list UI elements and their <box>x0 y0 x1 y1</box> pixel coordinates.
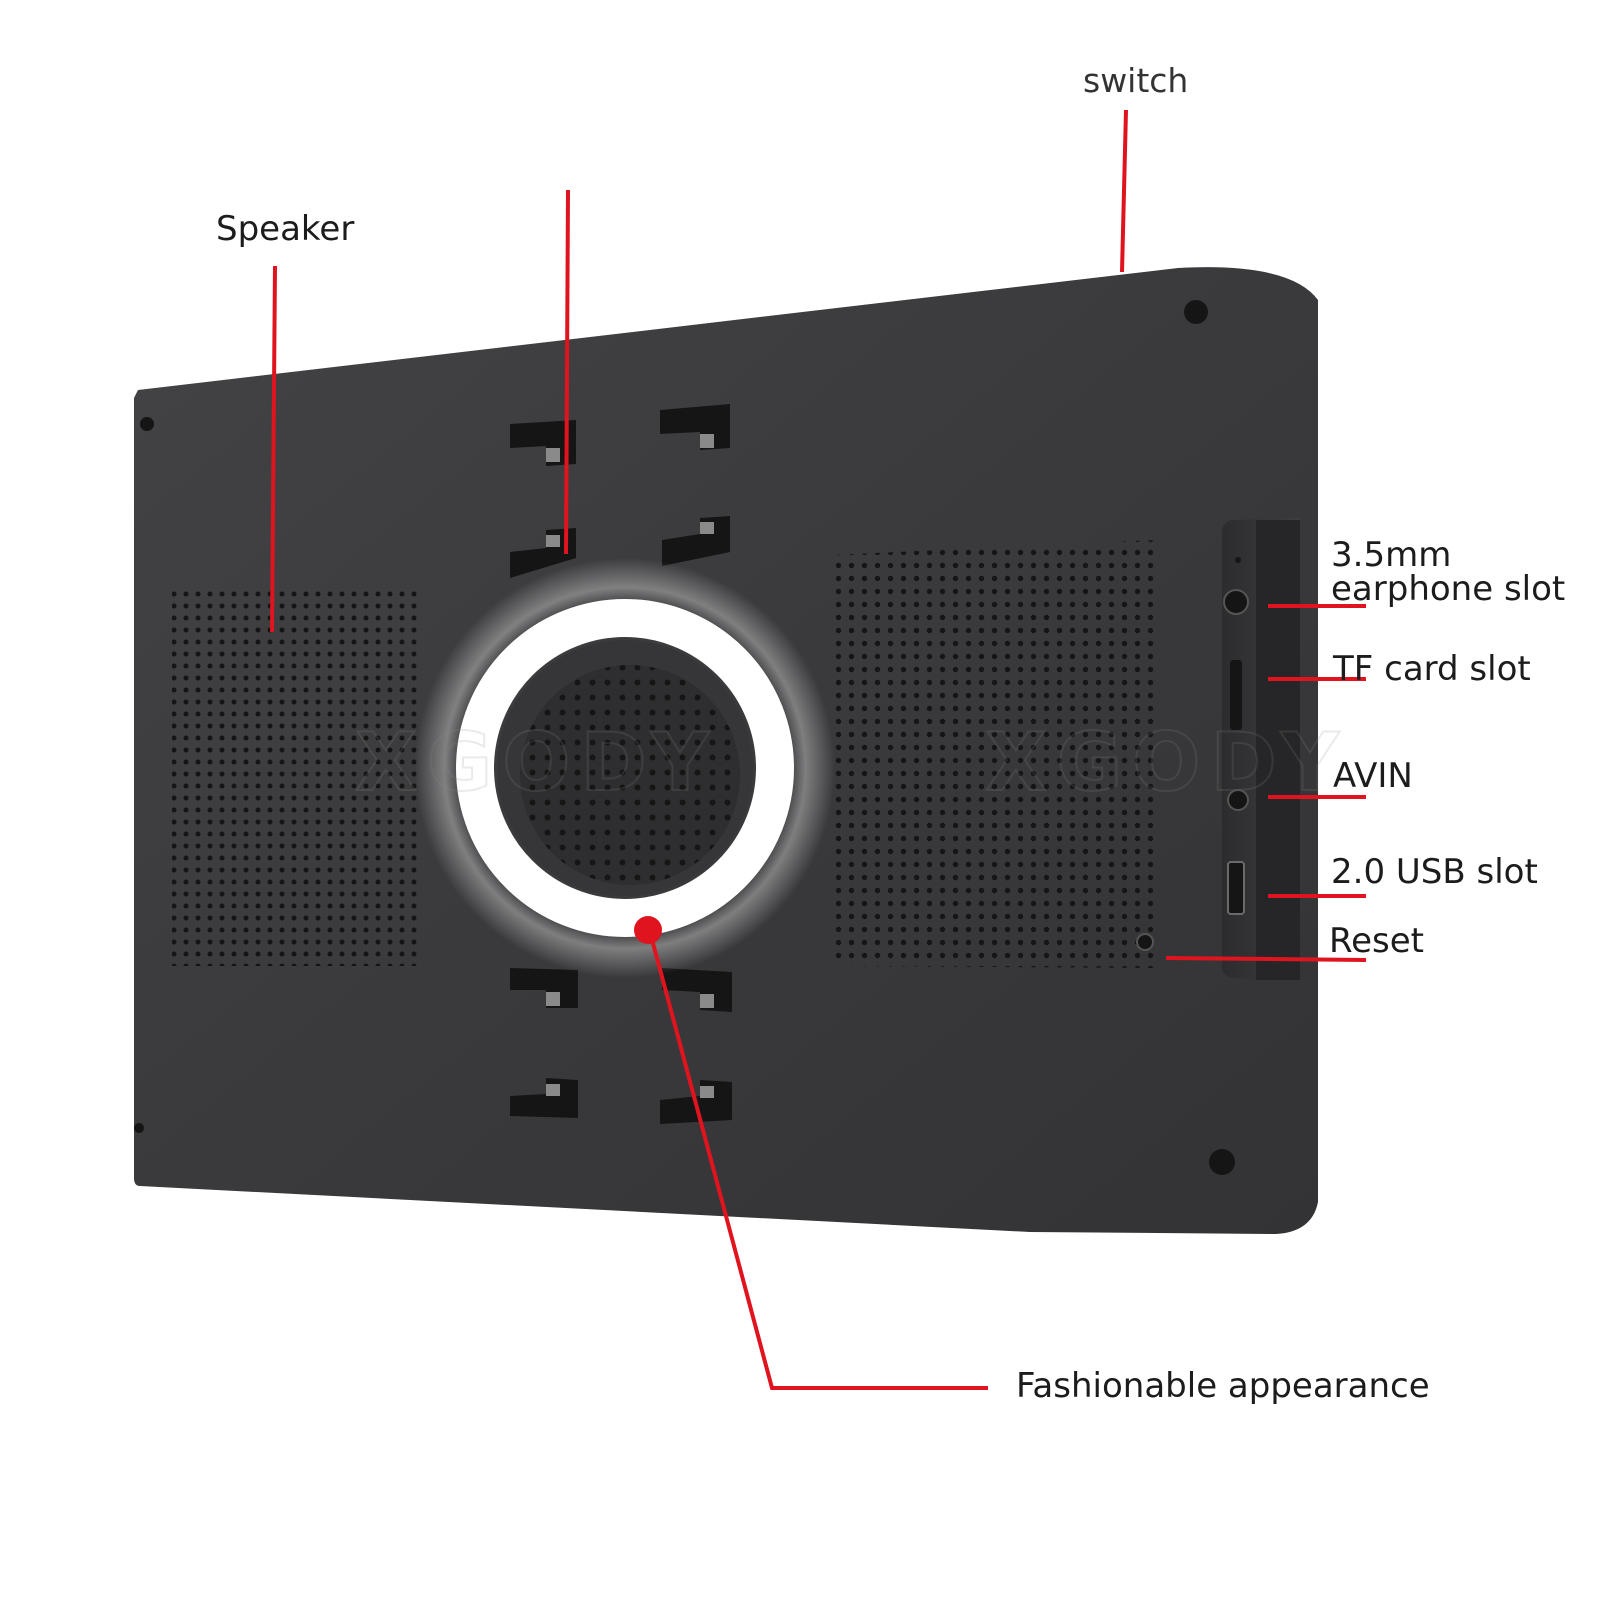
callout-speaker <box>270 265 277 633</box>
center-ring-speaker <box>415 558 835 978</box>
label-earphone-line2: earphone slot <box>1331 569 1566 609</box>
callout-dot <box>634 916 662 944</box>
tf-card-slot <box>1230 660 1242 730</box>
label-fashion: Fashionable appearance <box>1016 1366 1430 1406</box>
right-speaker-grille <box>832 540 1156 968</box>
callout-lines <box>270 109 1367 1390</box>
mounting-slots <box>510 404 732 1124</box>
callout-fashion <box>648 931 988 1390</box>
callout-mount <box>564 189 570 555</box>
label-usb: 2.0 USB slot <box>1331 852 1538 892</box>
callout-switch <box>1120 109 1128 273</box>
avin-jack <box>1227 789 1249 811</box>
label-switch: switch <box>1083 61 1189 100</box>
reset-hole <box>1136 933 1154 951</box>
screw-holes <box>134 300 1235 1175</box>
left-speaker-grille <box>172 588 422 966</box>
brand-watermark: XGODY XGODY <box>354 715 1349 810</box>
svg-text:XGODY: XGODY <box>985 716 1349 809</box>
label-speaker: Speaker <box>216 209 355 249</box>
svg-text:XGODY: XGODY <box>355 716 719 809</box>
label-avin: AVIN <box>1333 756 1413 796</box>
usb-port <box>1227 861 1245 915</box>
label-earphone-line1: 3.5mm <box>1331 535 1452 575</box>
label-tf-card: TF card slot <box>1333 649 1531 689</box>
label-reset: Reset <box>1329 921 1424 961</box>
earphone-jack <box>1223 589 1249 615</box>
callout-reset <box>1165 956 1367 962</box>
side-ports <box>1136 557 1249 951</box>
